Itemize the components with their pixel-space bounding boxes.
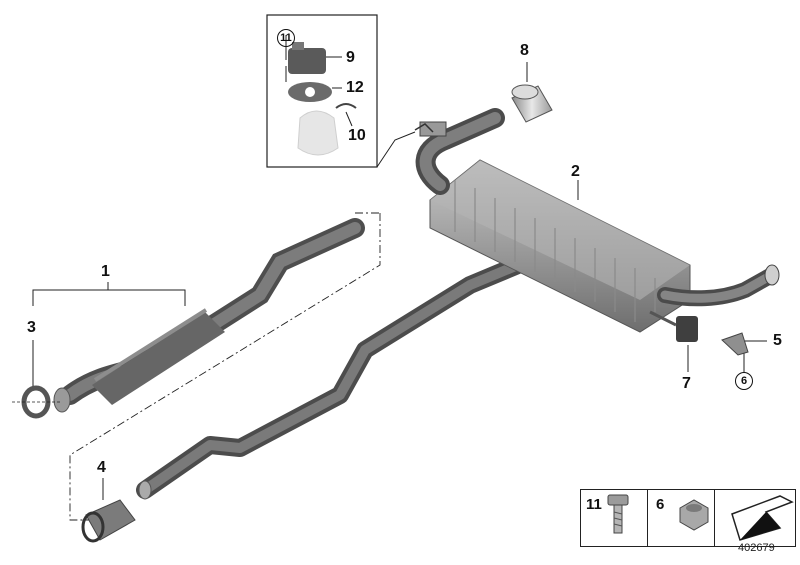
callout-2: 2	[571, 163, 580, 180]
leader-lines	[32, 62, 767, 521]
legend-label-nut: 6	[656, 496, 665, 513]
document-number: 402679	[738, 542, 775, 554]
callout-3: 3	[27, 319, 36, 336]
center-pipe	[136, 251, 539, 500]
callout-10: 10	[348, 127, 366, 144]
callout-4: 4	[97, 459, 106, 476]
legend-label-bolt: 11	[586, 496, 602, 513]
callout-5: 5	[773, 332, 782, 349]
bolt-icon	[607, 494, 629, 534]
detail-box	[266, 14, 416, 168]
exhaust-tip	[511, 84, 553, 123]
bracket	[721, 332, 749, 356]
flap-valve	[414, 121, 447, 137]
callout-11-circled: 11	[277, 29, 295, 47]
callout-9: 9	[346, 49, 355, 66]
clamp-rear	[81, 499, 136, 543]
rubber-mount	[649, 310, 698, 342]
callout-12: 12	[346, 79, 364, 96]
clamp-front	[12, 385, 60, 419]
callout-1: 1	[101, 263, 110, 280]
callout-6-circled: 6	[735, 372, 753, 390]
nut-icon	[679, 499, 709, 531]
callout-8: 8	[520, 42, 529, 59]
arrow-symbol-icon	[731, 495, 794, 541]
callout-7: 7	[682, 375, 691, 392]
front-pipe	[53, 218, 365, 413]
rear-muffler	[415, 108, 780, 333]
